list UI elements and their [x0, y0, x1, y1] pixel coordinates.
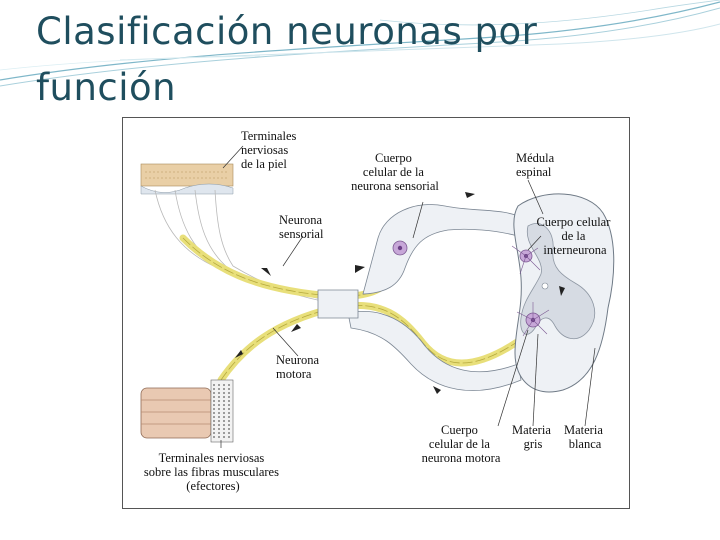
label-medula-1: Médula: [516, 151, 555, 165]
label-materia-gris: Materia gris: [512, 423, 554, 451]
label-cuerpo-motora-1: Cuerpo: [441, 423, 478, 437]
label-cuerpo-interneurona-2: de la: [561, 229, 585, 243]
label-medula: Médula espinal: [516, 151, 557, 179]
label-neurona-sensorial-1: Neurona: [279, 213, 322, 227]
label-materia-blanca-2: blanca: [569, 437, 602, 451]
skin-layer: [141, 164, 233, 194]
dorsal-root-ganglion: [363, 205, 523, 294]
label-neurona-motora-1: Neurona: [276, 353, 319, 367]
label-cuerpo-motora-3: neurona motora: [422, 451, 501, 465]
label-materia-blanca: Materia blanca: [564, 423, 606, 451]
sensory-fibers: [155, 190, 328, 302]
label-neurona-sensorial-2: sensorial: [279, 227, 324, 241]
sensory-cell-body: [393, 241, 407, 255]
title-line-2: función: [36, 60, 636, 116]
neuron-diagram: Terminales nerviosas de la piel Cuerpo c…: [122, 117, 630, 509]
label-terminales-musculo-3: (efectores): [186, 479, 239, 493]
label-cuerpo-motora: Cuerpo celular de la neurona motora: [422, 423, 501, 465]
label-neurona-motora: Neurona motora: [276, 353, 322, 381]
label-cuerpo-motora-2: celular de la: [429, 437, 491, 451]
label-cuerpo-sensorial-2: celular de la: [363, 165, 425, 179]
label-neurona-motora-2: motora: [276, 367, 312, 381]
label-terminales-musculo: Terminales nerviosas sobre las fibras mu…: [144, 451, 282, 493]
slide-title: Clasificación neuronas por función: [36, 4, 636, 116]
label-materia-blanca-1: Materia: [564, 423, 603, 437]
label-terminales-piel-2: nerviosas: [241, 143, 288, 157]
reflex-arc-illustration: Terminales nerviosas de la piel Cuerpo c…: [123, 118, 629, 508]
label-terminales-piel-3: de la piel: [241, 157, 287, 171]
label-cuerpo-interneurona-3: interneurona: [543, 243, 607, 257]
label-cuerpo-sensorial: Cuerpo celular de la neurona sensorial: [351, 151, 439, 193]
label-medula-2: espinal: [516, 165, 552, 179]
label-cuerpo-sensorial-1: Cuerpo: [375, 151, 412, 165]
muscle-fibers: [141, 380, 233, 442]
label-cuerpo-sensorial-3: neurona sensorial: [351, 179, 439, 193]
label-neurona-sensorial: Neurona sensorial: [279, 213, 325, 241]
label-materia-gris-1: Materia: [512, 423, 551, 437]
label-terminales-musculo-1: Terminales nerviosas: [159, 451, 265, 465]
title-line-1: Clasificación neuronas por: [36, 4, 636, 60]
label-terminales-piel-1: Terminales: [241, 129, 296, 143]
label-cuerpo-interneurona-1: Cuerpo celular: [536, 215, 611, 229]
label-terminales-musculo-2: sobre las fibras musculares: [144, 465, 279, 479]
label-terminales-piel: Terminales nerviosas de la piel: [241, 129, 299, 171]
label-materia-gris-2: gris: [524, 437, 543, 451]
